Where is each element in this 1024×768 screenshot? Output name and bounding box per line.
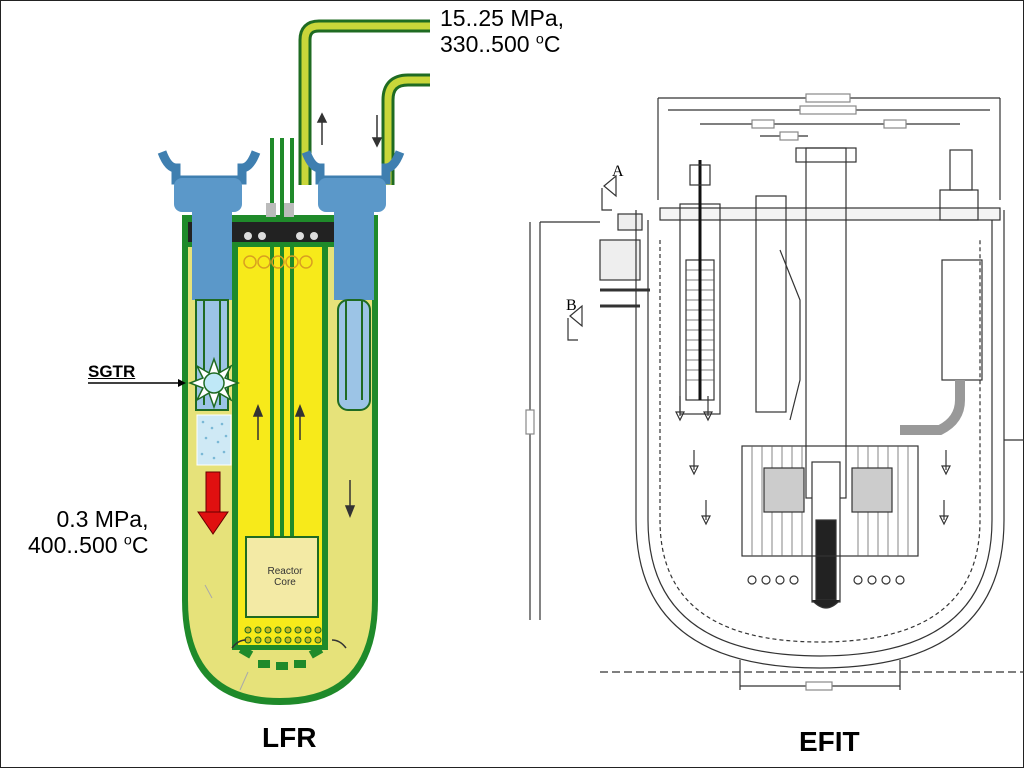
steam-pressure: 15..25 MPa, xyxy=(440,5,565,31)
pool-conditions-label: 0.3 MPa, 400..500 oC xyxy=(28,506,148,559)
section-a-marker xyxy=(601,188,612,211)
pipe-flow-arrows xyxy=(316,112,383,148)
sgtr-label: SGTR xyxy=(88,362,136,381)
steam-temp: 330..500 xyxy=(440,31,536,58)
efit-dhr-column xyxy=(755,195,787,413)
steam-pipe-inner xyxy=(301,22,430,185)
steam-bubble-zone xyxy=(196,414,232,466)
steam-temp-unit: C xyxy=(543,31,561,58)
steam-degree-mark: o xyxy=(535,31,544,48)
roof-plug xyxy=(188,222,372,242)
dim-label-inner xyxy=(779,131,799,141)
steam-conditions-label: 15..25 MPa, 330..500 oC xyxy=(440,5,564,58)
sg-right-body xyxy=(334,210,374,300)
rod-drive-2 xyxy=(284,203,294,217)
efit-lower-grid xyxy=(747,575,905,585)
leak-arrow-head xyxy=(197,511,229,535)
rod-drive-1 xyxy=(266,203,276,217)
feed-pipe-inner xyxy=(384,76,430,185)
efit-vessel-outer xyxy=(635,210,1005,669)
efit-target-core xyxy=(815,519,837,601)
efit-pump-elbow xyxy=(900,380,965,435)
efit-separator xyxy=(779,249,801,421)
control-rod-2 xyxy=(280,138,284,568)
pool-temp-unit: C xyxy=(131,532,149,559)
bottom-pumps xyxy=(238,645,324,670)
control-rod-1 xyxy=(270,138,274,568)
pool-pressure: 0.3 MPa, xyxy=(56,506,149,532)
pool-degree-mark: o xyxy=(123,532,132,549)
efit-core-hatch-right xyxy=(851,467,893,513)
section-b-label: B xyxy=(566,297,577,314)
lower-grid xyxy=(244,626,322,644)
coolant-flow-arrows xyxy=(231,403,356,649)
control-rod-3 xyxy=(290,138,294,568)
dim-label-bottom xyxy=(805,681,833,691)
efit-roof xyxy=(659,207,1001,221)
efit-core-hatch-left xyxy=(763,467,805,513)
efit-pump-body xyxy=(941,259,983,381)
efit-title: EFIT xyxy=(799,726,860,757)
efit-core-region xyxy=(741,445,919,557)
bubble-dots xyxy=(200,420,228,460)
roof-valve-row xyxy=(243,255,313,269)
efit-flow-arrows xyxy=(675,396,951,526)
dim-label-pitch-right xyxy=(883,119,907,129)
reactor-core-label: Reactor Core xyxy=(267,566,303,588)
sg-left-top xyxy=(174,178,242,212)
dim-label-pitch-left xyxy=(751,119,775,129)
lfr-title: LFR xyxy=(262,722,317,753)
dim-label-height xyxy=(525,409,535,435)
dim-label-vessel xyxy=(799,105,857,115)
sg-right-top xyxy=(318,178,386,212)
sgtr-pointer-head xyxy=(178,379,186,387)
section-b-marker xyxy=(567,318,578,341)
pool-temp: 400..500 xyxy=(28,532,124,559)
section-a-label: A xyxy=(612,163,624,180)
sgtr-burst-icon xyxy=(187,356,241,410)
efit-vessel-inner xyxy=(647,220,993,657)
reactor-core-box xyxy=(245,536,319,618)
dim-label-overall xyxy=(805,93,851,103)
efit-support-left xyxy=(599,239,641,281)
efit-vessel-liner xyxy=(659,240,981,643)
sg-left-body xyxy=(192,210,232,300)
